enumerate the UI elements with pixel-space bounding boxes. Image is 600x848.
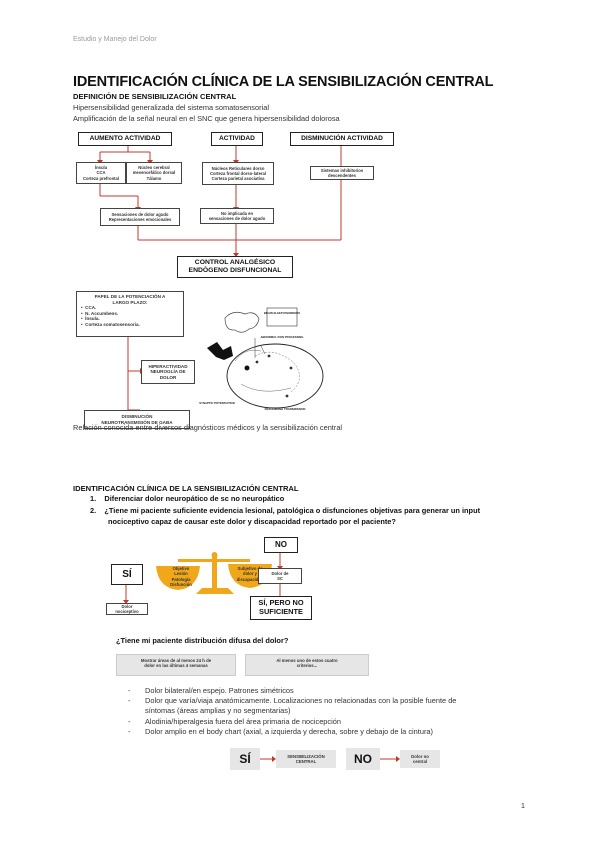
final-no-box: NO bbox=[346, 748, 380, 770]
sensitization-illustration: BRAIN SLEEP DISORDERS ABNORMAL PAIN PROC… bbox=[199, 307, 324, 411]
definition-heading: DEFINICIÓN DE SENSIBILIZACIÓN CENTRAL bbox=[73, 92, 237, 101]
criteria-item: -Alodinia/hiperalgesia fuera del área pr… bbox=[128, 716, 341, 726]
actividad-box: ACTIVIDAD bbox=[211, 132, 263, 146]
page-title: IDENTIFICACIÓN CLÍNICA DE LA SENSIBILIZA… bbox=[73, 74, 494, 90]
fig-label-top: BRAIN SLEEP DISORDERS bbox=[264, 311, 300, 315]
potenciacion-box: PAPEL DE LA POTENCIACIÓN A LARGO PLAZO: … bbox=[76, 291, 184, 337]
question-distribucion: ¿Tiene mi paciente distribución difusa d… bbox=[116, 636, 289, 645]
aumento-actividad-box: AUMENTO ACTIVIDAD bbox=[78, 132, 172, 146]
final-si-box: SÍ bbox=[230, 748, 260, 770]
section2-heading: IDENTIFICACIÓN CLÍNICA DE LA SENSIBILIZA… bbox=[73, 484, 299, 493]
criteria-item: síntomas (áreas amplias y no segmentaria… bbox=[145, 706, 291, 716]
disminucion-actividad-box: DISMINUCIÓN ACTIVIDAD bbox=[290, 132, 394, 146]
page-number: 1 bbox=[520, 801, 525, 810]
criteria-list: -Dolor bilateral/en espejo. Patrones sim… bbox=[128, 686, 456, 737]
criteria-item: -Dolor amplio en el body chart (axial, a… bbox=[128, 726, 433, 736]
fig-label-left: SYNAPTIC POTENTIATION bbox=[199, 401, 235, 405]
definition-line-1: Hipersensibilidad generalizada del siste… bbox=[73, 103, 269, 112]
criteria-item: -Dolor que varía/viaja anatómicamente. L… bbox=[128, 696, 457, 706]
criteria-item: -Dolor bilateral/en espejo. Patrones sim… bbox=[128, 686, 294, 695]
fig-label-mid: ABNORMAL PAIN PROCESSING bbox=[261, 335, 304, 339]
item-2: 2. ¿Tiene mi paciente suficiente evidenc… bbox=[90, 506, 481, 526]
relacion-caption: Relación conocida entre diversos diagnós… bbox=[73, 423, 343, 432]
running-header: Estudio y Manejo del Dolor bbox=[73, 36, 157, 43]
scale-no-box: NO bbox=[264, 537, 298, 553]
definition-line-2: Amplificación de la señal neural en el S… bbox=[73, 114, 340, 123]
item-1: 1. Diferenciar dolor neuropático de sc n… bbox=[90, 494, 285, 503]
fig-label-bottom: DESCENDING TRANSMISSION bbox=[265, 407, 306, 411]
scale-si-box: SÍ bbox=[111, 564, 143, 585]
